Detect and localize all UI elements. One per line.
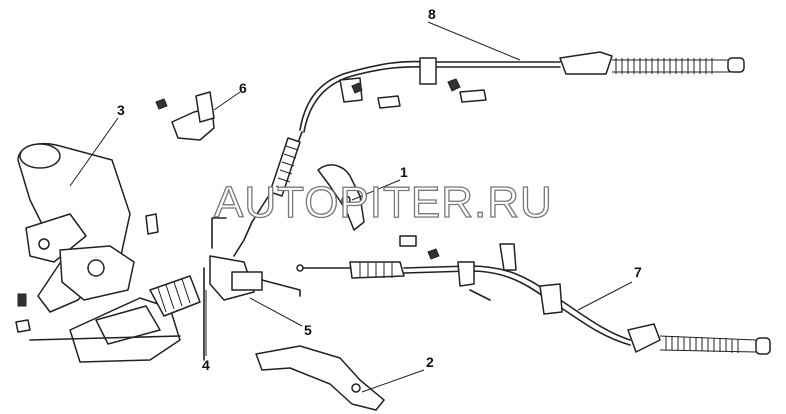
callout-8: 8: [428, 6, 436, 22]
callout-6: 6: [239, 80, 247, 96]
part-2-bracket: [255, 345, 385, 411]
part-3-lever: [15, 142, 159, 333]
part-1-clip: [317, 164, 365, 231]
part-4-5-equalizer: [29, 255, 301, 363]
part-8-rear-cable-right: [299, 51, 745, 133]
watermark: AUTOPITER.RU: [213, 177, 553, 227]
leader-lines: [69, 21, 633, 393]
part-6-bracket: [155, 91, 215, 141]
callout-1: 1: [400, 164, 408, 180]
part-7-rear-cable-left: [296, 235, 771, 355]
callout-3: 3: [117, 102, 125, 118]
front-cable: [211, 131, 303, 257]
callout-7: 7: [634, 264, 642, 280]
callout-2: 2: [426, 354, 434, 370]
callout-5: 5: [304, 322, 312, 338]
callout-4: 4: [202, 357, 210, 373]
